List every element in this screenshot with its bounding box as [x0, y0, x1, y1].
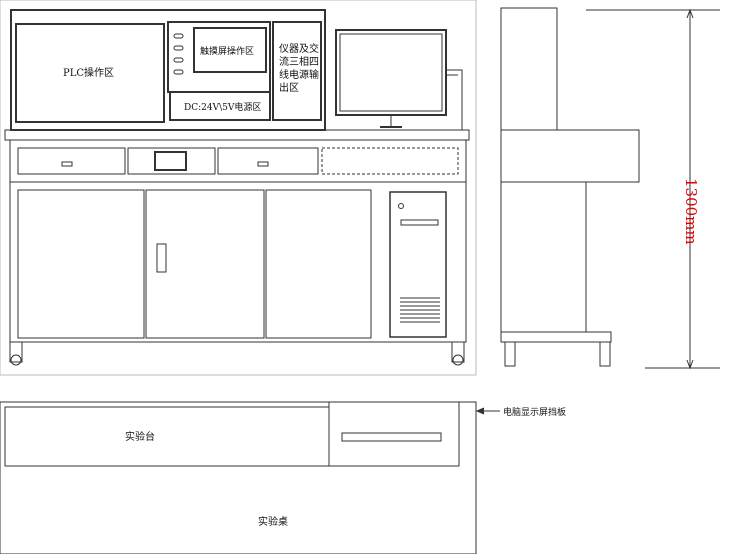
touch-screen-area-label: 触摸屏操作区: [200, 47, 255, 57]
front-view: [0, 0, 477, 376]
top-view: [0, 401, 500, 554]
ac-output-area-label: 仪器及交流三相四线电源输出区: [279, 44, 319, 94]
monitor-baffle-label: 电脑显示屏挡板: [503, 408, 567, 418]
dc-power-area-label: DC:24V\5V电源区: [184, 103, 262, 113]
height-dimension-label: 1300mm: [682, 178, 700, 245]
desk-label: 实验桌: [258, 517, 288, 528]
side-view: [500, 7, 720, 370]
plc-area-label: PLC操作区: [63, 68, 115, 79]
bench-label: 实验台: [125, 432, 155, 443]
